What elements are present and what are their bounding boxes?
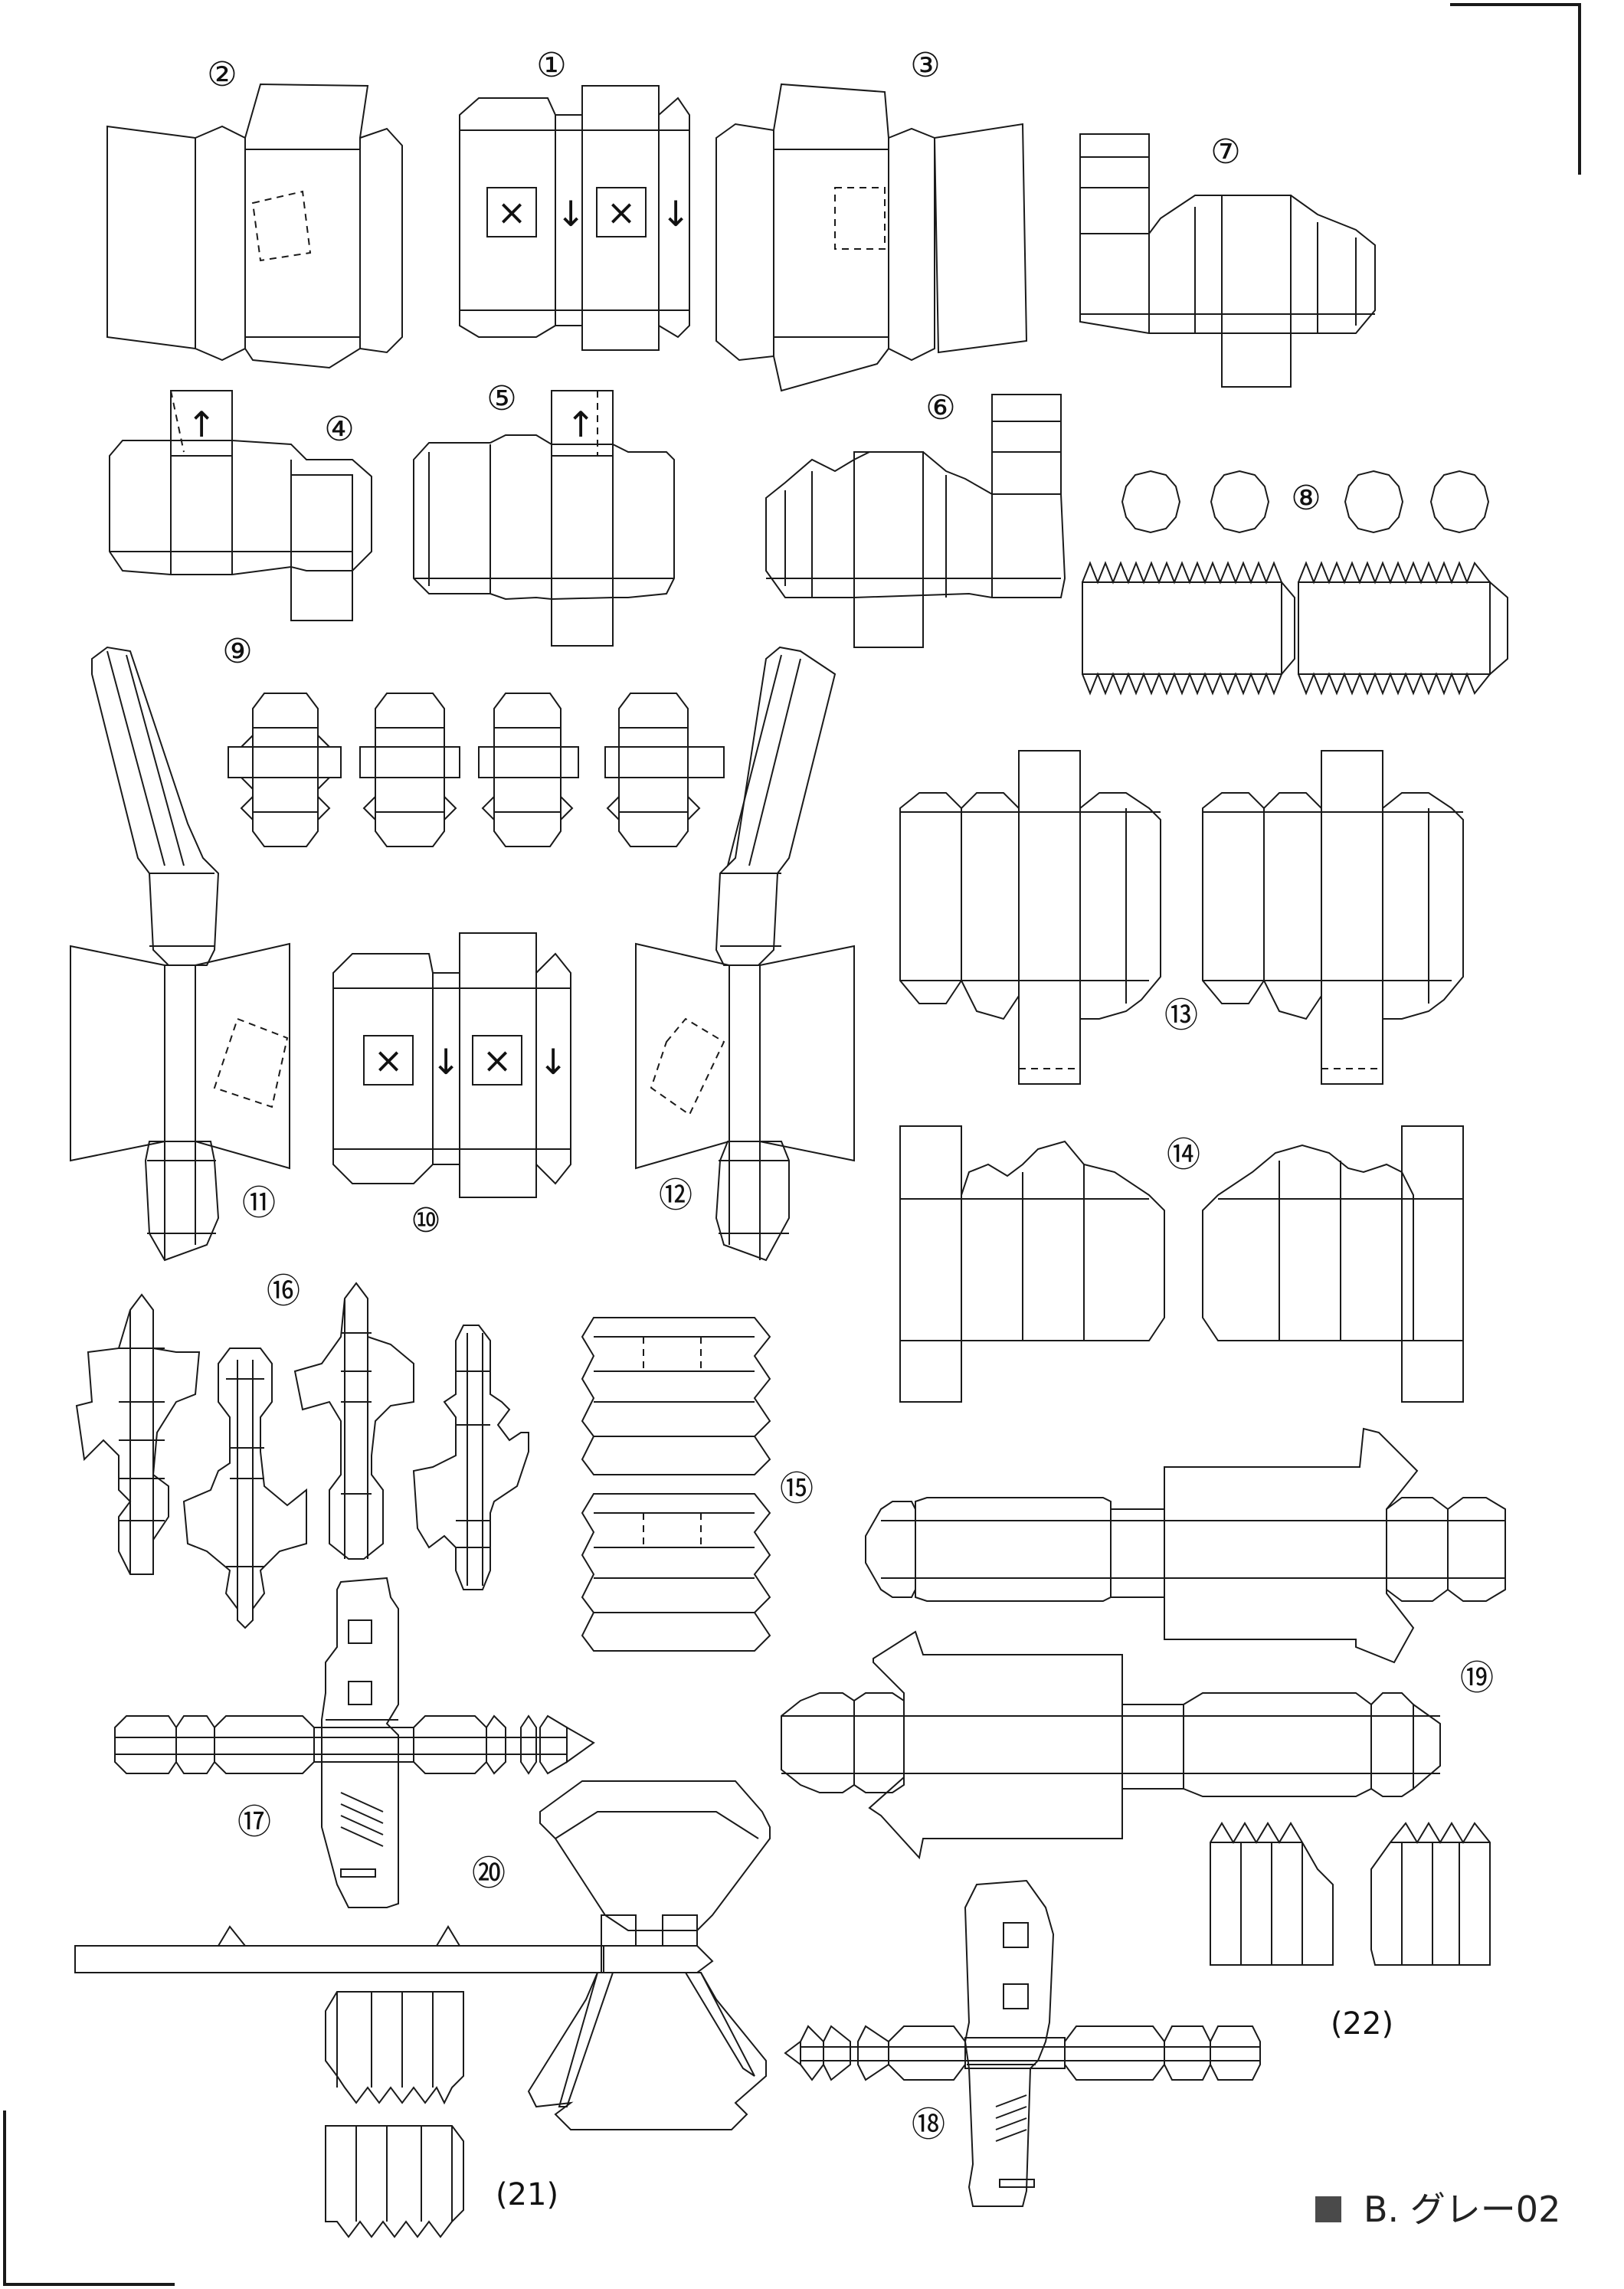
part-label: ⑱ bbox=[912, 2105, 945, 2144]
part-22-net bbox=[1210, 1822, 1491, 1966]
part-5-net bbox=[413, 390, 675, 647]
part-19-net bbox=[781, 1427, 1506, 1860]
part-label: ⑬ bbox=[1164, 996, 1198, 1035]
cross-mark: × bbox=[607, 192, 637, 233]
arrow-down-mark: ↓ bbox=[661, 193, 691, 234]
part-10-net bbox=[332, 932, 571, 1198]
part-label: ⑳ bbox=[472, 1854, 506, 1893]
part-11-net bbox=[70, 646, 290, 1262]
part-label: (22) bbox=[1331, 2006, 1393, 2042]
part-15-net bbox=[581, 1317, 771, 1652]
part-label: ⑨ bbox=[222, 632, 252, 671]
cross-mark: × bbox=[374, 1040, 404, 1081]
part-3-net bbox=[715, 83, 1028, 392]
crop-marks bbox=[3, 3, 1581, 2286]
part-21-net bbox=[325, 1991, 464, 2238]
part-label: ⑥ bbox=[925, 388, 955, 427]
part-9-net bbox=[228, 693, 725, 847]
part-labels: ① ② ③ ④ ⑤ ⑥ ⑦ ⑧ ⑨ ⑩ ⑪ ⑫ ⑬ ⑭ ⑮ ⑯ ⑰ ⑱ ⑲ ⑳ … bbox=[207, 46, 1494, 2212]
part-12-net bbox=[635, 646, 855, 1262]
part-label: ⑤ bbox=[486, 379, 516, 418]
arrow-down-mark: ↓ bbox=[539, 1041, 568, 1082]
crop-mark-top-right bbox=[1450, 3, 1581, 175]
part-label: ④ bbox=[324, 410, 354, 449]
part-label: ⑭ bbox=[1167, 1135, 1200, 1174]
arrow-down-mark: ↓ bbox=[556, 193, 586, 234]
part-18-net bbox=[784, 1879, 1261, 2207]
part-label: ⑧ bbox=[1291, 479, 1321, 518]
part-label: ⑰ bbox=[237, 1803, 271, 1842]
part-label: ⑪ bbox=[242, 1184, 276, 1223]
arrow-up-mark: ↑ bbox=[566, 404, 596, 445]
crop-mark-bottom-left bbox=[3, 2111, 175, 2286]
part-label: ⑮ bbox=[780, 1469, 814, 1508]
part-label: ⑯ bbox=[267, 1272, 300, 1311]
part-label: ⑲ bbox=[1460, 1659, 1494, 1698]
part-13-net bbox=[899, 750, 1464, 1085]
assembly-marks: × ↓ × ↓ ↑ ↑ × ↓ × ↓ bbox=[187, 192, 691, 1082]
part-16-net bbox=[75, 1282, 529, 1629]
part-label: ⑦ bbox=[1210, 133, 1240, 172]
color-swatch bbox=[1315, 2196, 1341, 2222]
part-4-net bbox=[109, 390, 372, 621]
part-17-net bbox=[114, 1577, 595, 1908]
cross-mark: × bbox=[483, 1040, 512, 1081]
part-14-net bbox=[899, 1125, 1464, 1403]
part-label: ① bbox=[536, 46, 566, 85]
part-label: ③ bbox=[910, 46, 940, 85]
part-1-net bbox=[459, 85, 690, 351]
part-2-net bbox=[106, 83, 403, 369]
part-label: (21) bbox=[496, 2177, 558, 2212]
cross-mark: × bbox=[497, 192, 527, 233]
sheet-title: B. グレー02 bbox=[1364, 2189, 1560, 2230]
part-7-net bbox=[1079, 133, 1376, 388]
arrow-up-mark: ↑ bbox=[187, 404, 217, 445]
part-20-net bbox=[74, 1780, 771, 2130]
part-label: ⑫ bbox=[659, 1176, 692, 1215]
part-8-net bbox=[1082, 470, 1508, 696]
sheet-footer: B. グレー02 bbox=[1315, 2189, 1560, 2230]
part-label: ⑩ bbox=[411, 1201, 440, 1240]
part-label: ② bbox=[207, 55, 237, 94]
arrow-down-mark: ↓ bbox=[431, 1041, 461, 1082]
part-6-net bbox=[765, 394, 1066, 648]
